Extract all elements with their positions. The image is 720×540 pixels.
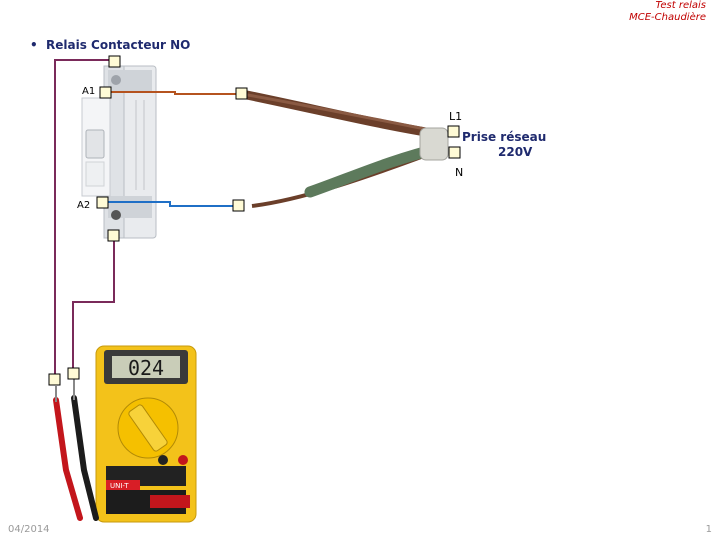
slide-title-text: Relais Contacteur NO (46, 38, 191, 52)
terminal-probe-red (48, 373, 61, 386)
label-l1: L1 (449, 110, 463, 123)
mains-socket-line-1: Prise réseau (462, 130, 547, 144)
footer-page-number: 1 (705, 524, 712, 535)
header-line-1: Test relais (655, 0, 707, 11)
terminal-phase-cable (235, 87, 248, 100)
probe-red (53, 386, 83, 521)
slide-title: • Relais Contacteur NO (30, 38, 190, 52)
terminal-bottom (107, 229, 120, 242)
multimeter-brand: UNI-T (110, 482, 129, 490)
header-line-2: MCE-Chaudière (629, 12, 706, 23)
label-n: N (455, 166, 464, 179)
mains-socket-label: Prise réseau 220V (462, 130, 546, 160)
label-a1: A1 (82, 86, 96, 97)
multimeter (95, 345, 197, 523)
terminal-a1 (99, 86, 112, 99)
terminal-n (448, 146, 461, 159)
header-title: Test relais MCE-Chaudière (629, 0, 706, 24)
terminal-a2 (96, 196, 109, 209)
terminal-neutral-cable (232, 199, 245, 212)
probe-black (71, 378, 99, 521)
test-wire-bottom (72, 236, 115, 373)
test-wire-top (54, 59, 115, 380)
neutral-wire (103, 201, 238, 207)
label-a2: A2 (77, 200, 91, 211)
mains-socket-line-2: 220V (498, 145, 533, 159)
bullet-dot: • (30, 38, 47, 52)
multimeter-display: 024 (128, 356, 164, 380)
terminal-top (108, 55, 121, 68)
phase-wire (105, 91, 242, 95)
terminal-l1 (447, 125, 460, 138)
terminal-probe-black (67, 367, 80, 380)
footer-date: 04/2014 (8, 524, 50, 535)
mains-cable (237, 89, 449, 208)
